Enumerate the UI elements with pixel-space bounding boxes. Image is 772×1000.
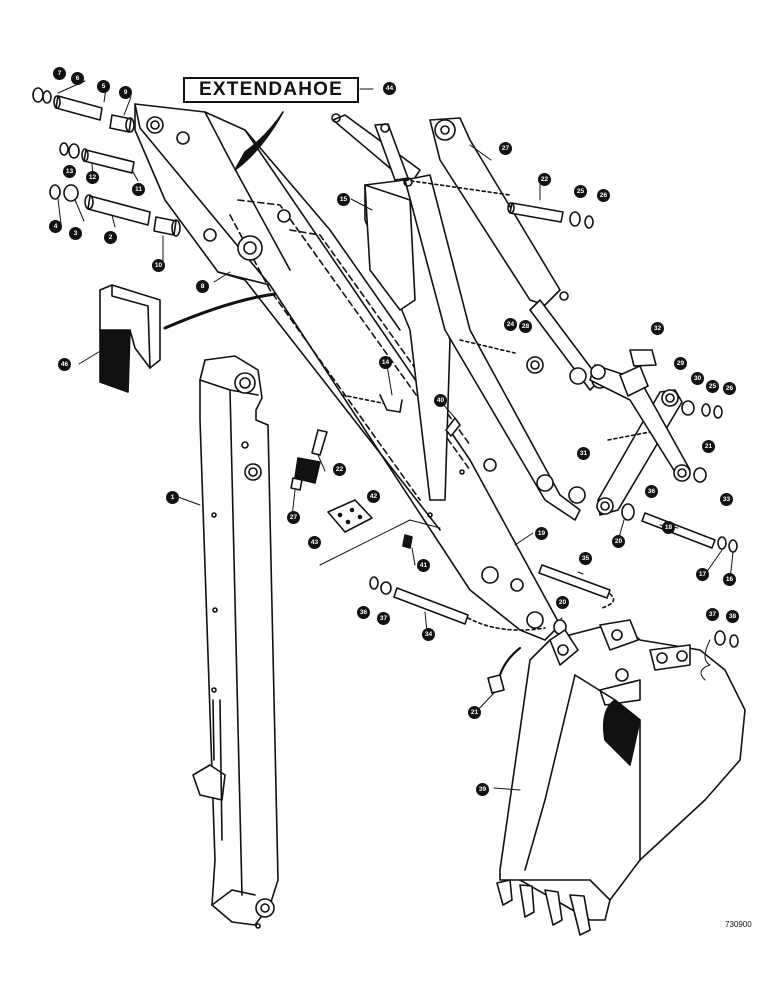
callout-9: 9 <box>119 86 132 99</box>
wear-plate <box>327 499 373 533</box>
callout-24: 24 <box>504 318 517 331</box>
drawing-number: 730900 <box>725 920 752 929</box>
callout-27: 27 <box>499 142 512 155</box>
pin-group-upper-left <box>32 87 181 237</box>
callout-42: 42 <box>367 490 380 503</box>
callout-20-right: 20 <box>612 535 625 548</box>
callout-21-lower: 21 <box>468 706 481 719</box>
bucket-link-assembly <box>589 349 723 516</box>
boom-cross-section <box>99 284 277 393</box>
callout-44: 44 <box>383 82 396 95</box>
extendahoe-boom-outer <box>134 103 561 641</box>
callout-37-right: 37 <box>706 608 719 621</box>
callout-39: 39 <box>476 783 489 796</box>
pin-group-lower <box>369 503 739 648</box>
callout-6: 6 <box>71 72 84 85</box>
callout-41: 41 <box>417 559 430 572</box>
callout-37-left: 37 <box>377 612 390 625</box>
extendahoe-title: EXTENDAHOE <box>183 77 359 103</box>
grease-fittings <box>290 394 505 694</box>
callout-32: 32 <box>651 322 664 335</box>
callout-36-right: 36 <box>645 485 658 498</box>
callout-43: 43 <box>308 536 321 549</box>
callout-3: 3 <box>69 227 82 240</box>
callout-25-upper: 25 <box>574 185 587 198</box>
callout-22-upper: 22 <box>538 173 551 186</box>
callout-34: 34 <box>422 628 435 641</box>
callout-13: 13 <box>63 165 76 178</box>
callout-5: 5 <box>97 80 110 93</box>
callout-14: 14 <box>379 356 392 369</box>
callout-31: 31 <box>577 447 590 460</box>
callout-21: 21 <box>702 440 715 453</box>
callout-25-right: 25 <box>706 380 719 393</box>
callout-1: 1 <box>166 491 179 504</box>
callout-30: 30 <box>691 372 704 385</box>
dipper-stick <box>192 355 279 929</box>
callout-2: 2 <box>104 231 117 244</box>
title-pointer-arrow <box>234 111 284 171</box>
callout-35: 35 <box>579 552 592 565</box>
callout-10: 10 <box>152 259 165 272</box>
callout-4: 4 <box>49 220 62 233</box>
callout-40: 40 <box>434 394 447 407</box>
callout-46: 46 <box>58 358 71 371</box>
pin-group-upper-right <box>507 202 594 229</box>
callout-36-left: 36 <box>357 606 370 619</box>
callout-20-lower: 20 <box>556 596 569 609</box>
callout-19: 19 <box>535 527 548 540</box>
callout-22-lower: 22 <box>333 463 346 476</box>
callout-26-right: 26 <box>723 382 736 395</box>
callout-17: 17 <box>696 568 709 581</box>
callout-8: 8 <box>196 280 209 293</box>
callout-29: 29 <box>674 357 687 370</box>
callout-26-upper: 26 <box>597 189 610 202</box>
callout-7: 7 <box>53 67 66 80</box>
callout-16: 16 <box>723 573 736 586</box>
callout-11: 11 <box>132 183 145 196</box>
bucket-cylinder-assembly <box>331 113 609 521</box>
bucket <box>496 619 746 936</box>
callout-15: 15 <box>337 193 350 206</box>
callout-12: 12 <box>86 171 99 184</box>
callout-27-lower: 27 <box>287 511 300 524</box>
callout-38: 38 <box>726 610 739 623</box>
callout-28: 28 <box>519 320 532 333</box>
callout-33: 33 <box>720 493 733 506</box>
callout-18: 18 <box>662 521 675 534</box>
